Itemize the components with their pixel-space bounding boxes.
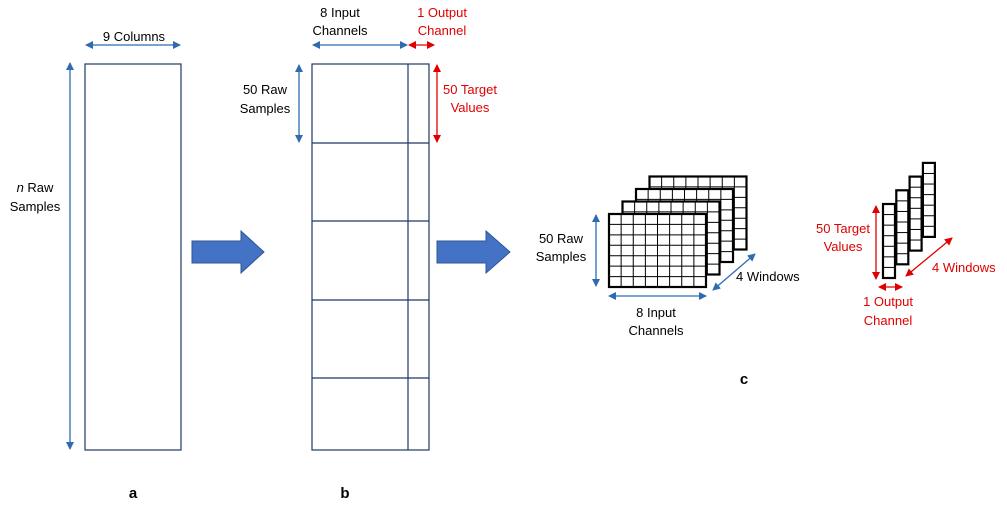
output-channel-label-line2: Channel bbox=[864, 313, 913, 328]
target-window-grid bbox=[908, 175, 923, 252]
full-data-table bbox=[84, 63, 182, 451]
input-channels-label: 8 Input bbox=[636, 305, 676, 320]
target-values-label-line2: Values bbox=[451, 100, 490, 115]
raw-samples-label-line2: Samples bbox=[240, 101, 291, 116]
panel-a: 9 Columns n Raw Samples a bbox=[10, 29, 182, 502]
raw-samples-label-line2: Samples bbox=[10, 199, 61, 214]
target-window-grid bbox=[895, 189, 910, 266]
input-channels-label-line2: Channels bbox=[313, 23, 368, 38]
target-windows-stack bbox=[881, 161, 937, 280]
target-values-label-line2: Values bbox=[824, 239, 863, 254]
target-values-label: 50 Target bbox=[443, 82, 497, 97]
panel-b: 8 Input Channels 1 Output Channel 50 Raw… bbox=[240, 5, 498, 502]
right-arrow-icon bbox=[191, 229, 265, 275]
raw-samples-label-line2: Samples bbox=[536, 249, 587, 264]
raw-samples-label: 50 Raw bbox=[539, 231, 584, 246]
target-window-grid bbox=[881, 202, 897, 280]
target-window-grid bbox=[921, 161, 937, 238]
panel-a-caption: a bbox=[129, 485, 138, 502]
windows-label: 4 Windows bbox=[932, 260, 996, 275]
right-arrow-icon bbox=[436, 229, 511, 275]
columns-label: 9 Columns bbox=[103, 29, 166, 44]
target-values-label: 50 Target bbox=[816, 221, 870, 236]
input-window-grid bbox=[607, 212, 708, 289]
windows-dimension-arrow bbox=[712, 253, 756, 291]
raw-samples-label: 50 Raw bbox=[243, 82, 288, 97]
input-channels-label-line2: Channels bbox=[629, 323, 684, 338]
panel-b-caption: b bbox=[340, 485, 349, 502]
output-channel-label: 1 Output bbox=[863, 294, 913, 309]
windows-dimension-arrow bbox=[905, 237, 953, 277]
output-channel-label: 1 Output bbox=[417, 5, 467, 20]
raw-samples-label: n Raw bbox=[17, 180, 54, 195]
panel-c: 50 Raw Samples 8 Input Channels 4 Window… bbox=[536, 161, 996, 388]
segmented-data-table bbox=[311, 63, 430, 451]
input-windows-stack bbox=[607, 175, 748, 289]
input-channels-label: 8 Input bbox=[320, 5, 360, 20]
panel-c-caption: c bbox=[740, 371, 748, 388]
windows-label: 4 Windows bbox=[736, 269, 800, 284]
output-channel-label-line2: Channel bbox=[418, 23, 467, 38]
